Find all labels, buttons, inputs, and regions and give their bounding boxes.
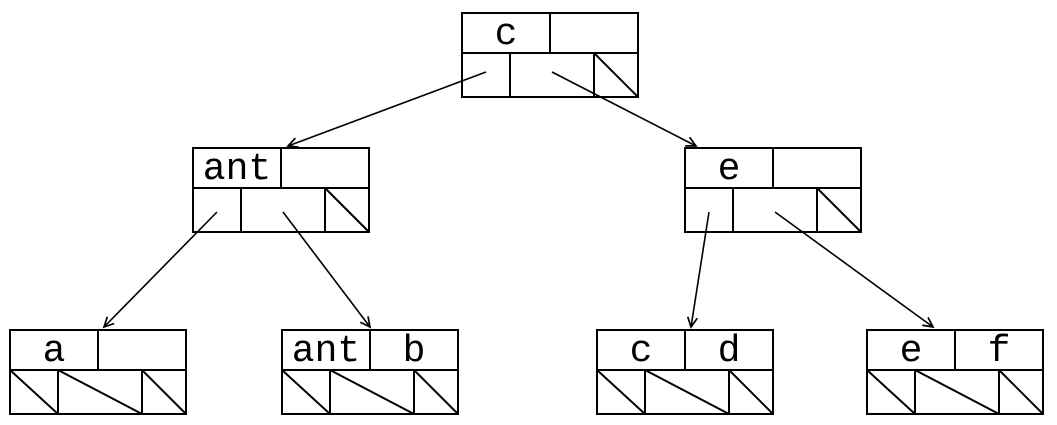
node-leaf-e-f: e f [866, 329, 1044, 415]
key-label: f [988, 330, 1011, 373]
key-label: e [718, 148, 741, 191]
node-box [192, 147, 370, 233]
null-slash-icon [9, 369, 59, 415]
null-slash-icon [866, 369, 916, 415]
node-leaf-ant-b: ant b [281, 329, 459, 415]
pointer-arrows [102, 71, 935, 329]
null-slash-icon [816, 187, 862, 233]
node-box [684, 147, 862, 233]
null-slash-icon [413, 369, 459, 415]
edge-root-to-ant [286, 71, 487, 148]
edge-ant-to-leaf-ant-b [282, 211, 372, 329]
key-label: b [403, 330, 426, 373]
key-label: ant [292, 330, 360, 373]
null-slash-icon [329, 369, 415, 415]
node-leaf-c-d: c d [596, 329, 774, 415]
edge-ant-to-leaf-a [102, 211, 218, 329]
null-slash-icon [281, 369, 331, 415]
key-label: ant [203, 148, 271, 191]
null-slash-icon [644, 369, 730, 415]
null-slash-icon [914, 369, 1000, 415]
null-slash-icon [141, 369, 187, 415]
null-slash-icon [998, 369, 1044, 415]
key-label: a [43, 330, 66, 373]
key-label: c [495, 13, 518, 56]
key-label: c [630, 330, 653, 373]
null-slash-icon [324, 187, 370, 233]
null-slash-icon [593, 52, 639, 98]
node-ant: ant [192, 147, 370, 233]
null-slash-icon [57, 369, 143, 415]
null-slash-icon [596, 369, 646, 415]
key-label: e [900, 330, 923, 373]
edge-e-to-leaf-c-d [686, 211, 710, 329]
node-leaf-a: a [9, 329, 187, 415]
null-slash-icon [728, 369, 774, 415]
edge-root-to-e [551, 71, 698, 147]
edge-e-to-leaf-e-f [774, 211, 935, 329]
node-root: c [461, 12, 639, 98]
node-e: e [684, 147, 862, 233]
key-label: d [718, 330, 741, 373]
